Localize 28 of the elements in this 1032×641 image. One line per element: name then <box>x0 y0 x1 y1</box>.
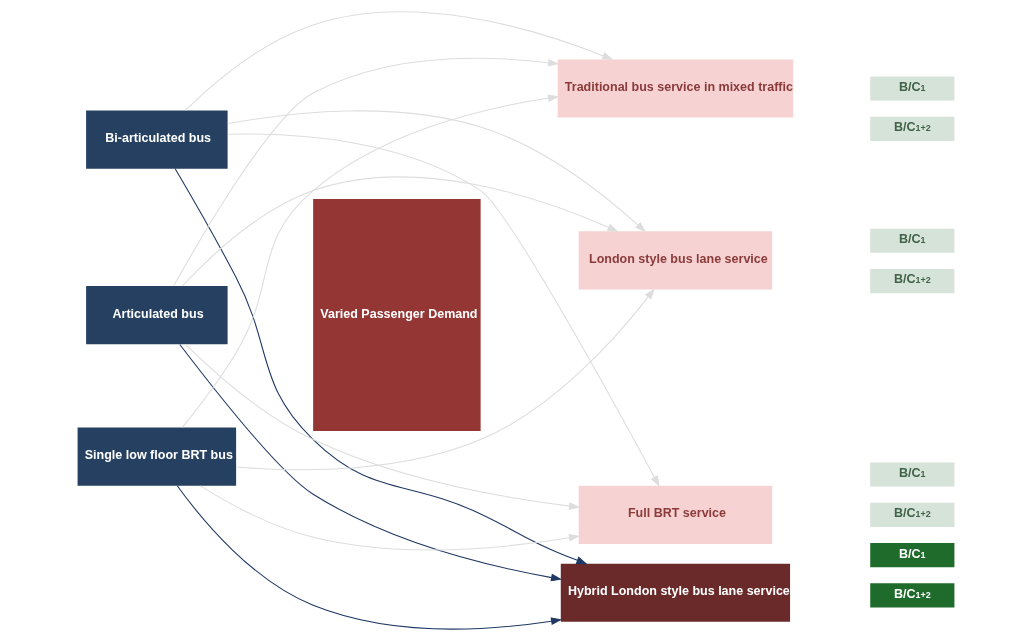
node-box: B/C1+2 <box>870 268 955 294</box>
node-box: Single low floor BRT bus <box>77 427 237 486</box>
node-box: B/C1 <box>870 462 955 487</box>
node-box: Hybrid London style bus lane service <box>560 563 791 622</box>
node-box: B/C1+2 <box>870 583 955 608</box>
arrow <box>185 343 581 510</box>
node-box: B/C1+2 <box>870 502 955 527</box>
arrow <box>173 57 560 287</box>
node-box: London style bus lane service <box>578 231 773 290</box>
node-box: B/C1 <box>870 76 955 101</box>
node-box: B/C1 <box>870 543 955 568</box>
node-box: Varied Passenger Demand <box>313 199 481 432</box>
arrow <box>179 343 563 582</box>
node-box: B/C1 <box>870 228 955 253</box>
arrow <box>181 94 560 428</box>
arrow <box>235 288 655 471</box>
arrow <box>227 110 646 233</box>
arrow <box>176 485 563 630</box>
node-box: Traditional bus service in mixed traffic <box>557 59 794 118</box>
arrow <box>199 485 580 551</box>
node-box: Full BRT service <box>578 485 773 544</box>
node-box: Articulated bus <box>86 286 228 345</box>
node-box: Bi-articulated bus <box>86 110 228 169</box>
arrow <box>182 176 619 287</box>
node-box: B/C1+2 <box>870 116 955 141</box>
arrow <box>174 168 588 565</box>
arrow <box>227 133 660 487</box>
arrow <box>184 11 614 111</box>
